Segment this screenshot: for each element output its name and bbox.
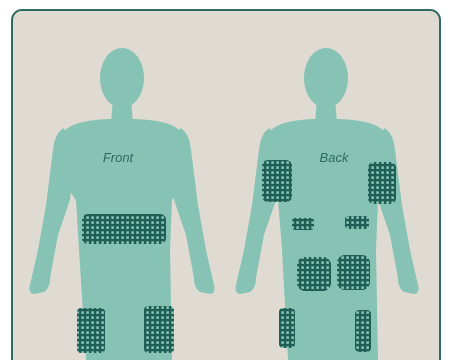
left-buttock-injection-zone: [297, 257, 331, 291]
back-neck: [315, 100, 337, 122]
right-upper-arm-injection-zone: [368, 162, 396, 204]
front-neck: [111, 100, 133, 122]
left-back-thigh-injection-zone: [279, 308, 295, 348]
front-right-thigh-injection-zone: [144, 306, 174, 353]
back-label: Back: [320, 150, 350, 165]
front-left-thigh-injection-zone: [77, 308, 105, 353]
front-head: [100, 48, 144, 108]
back-head: [304, 48, 348, 108]
left-lower-back-injection-zone: [292, 218, 314, 230]
right-back-thigh-injection-zone: [355, 310, 371, 352]
right-buttock-injection-zone: [337, 255, 370, 290]
front-label: Front: [103, 150, 135, 165]
abdomen-injection-zone: [82, 214, 166, 244]
right-lower-back-injection-zone: [345, 216, 369, 229]
left-upper-arm-injection-zone: [262, 160, 292, 202]
